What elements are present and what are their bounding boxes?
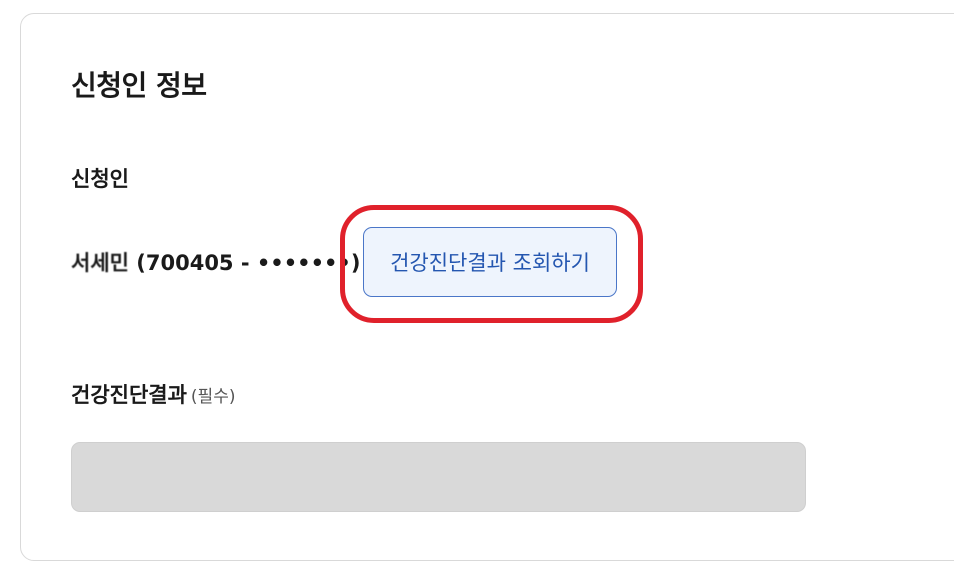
health-check-result-label: 건강진단결과(필수) (71, 381, 235, 411)
applicant-id-number: (700405 - •••••••) (128, 251, 361, 275)
section-title: 신청인 정보 (71, 69, 207, 102)
health-check-result-label-text: 건강진단결과 (71, 383, 187, 407)
query-health-check-button[interactable]: 건강진단결과 조회하기 (363, 227, 617, 297)
required-tag: (필수) (190, 387, 236, 407)
applicant-value: 서세민 (700405 - •••••••) (71, 249, 360, 277)
health-check-result-field (71, 442, 806, 512)
applicant-label: 신청인 (71, 167, 129, 191)
applicant-name: 서세민 (71, 251, 129, 275)
